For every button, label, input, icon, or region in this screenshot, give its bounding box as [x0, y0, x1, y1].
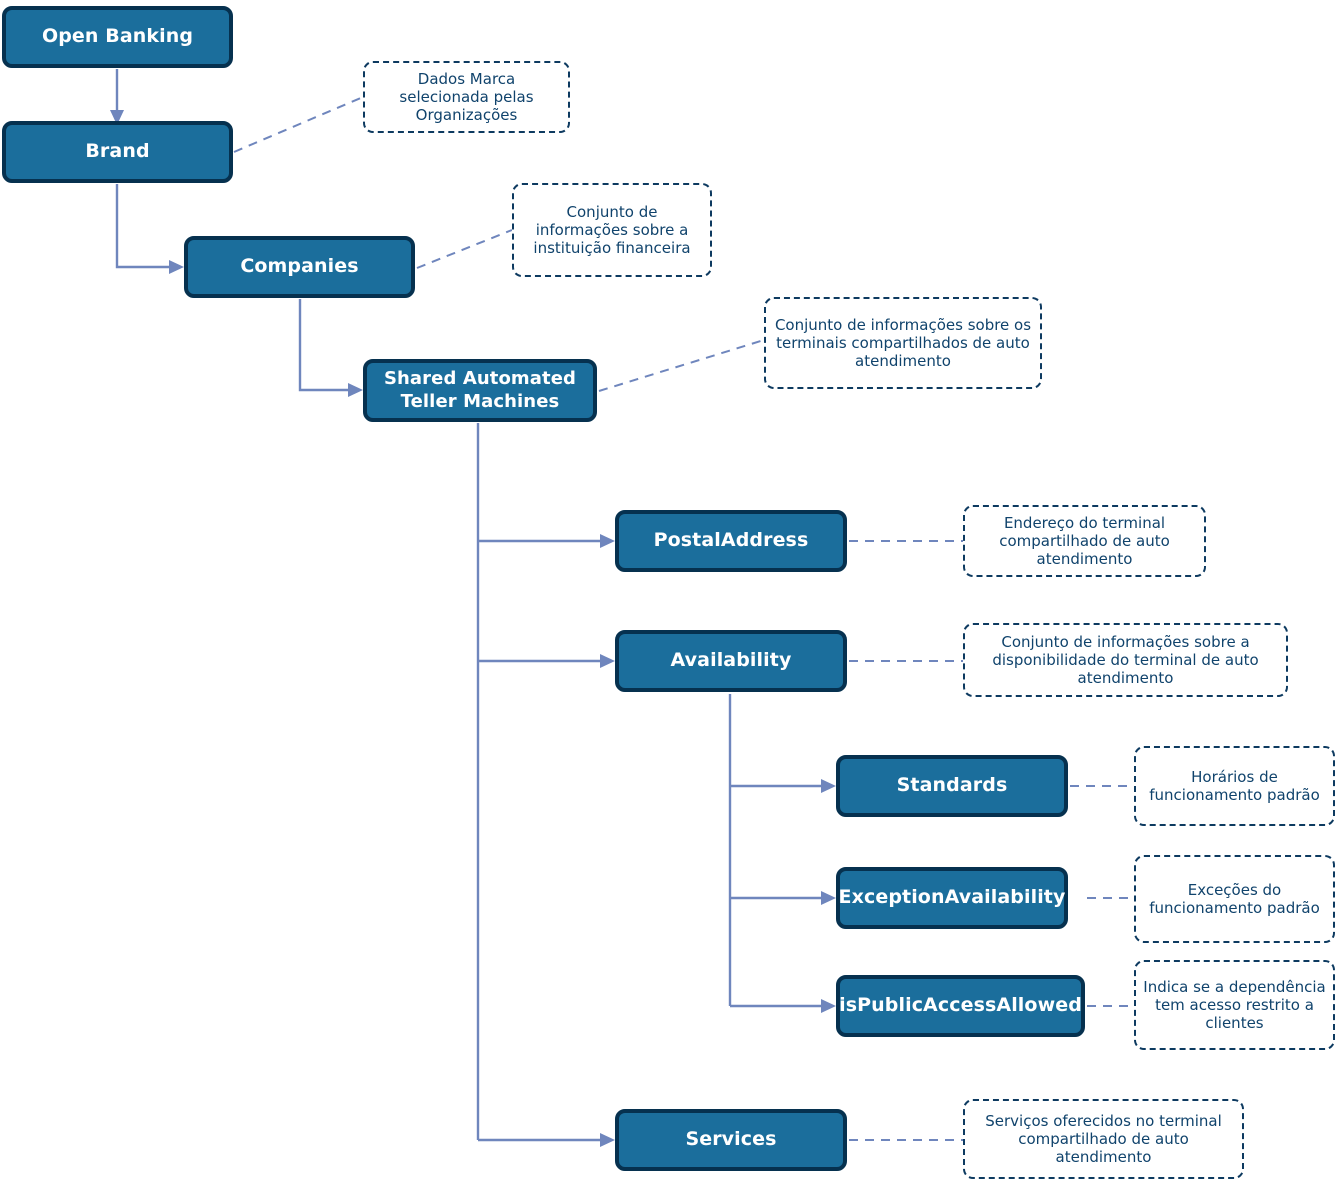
node-companies[interactable]: Companies [184, 236, 415, 298]
node-postal-address[interactable]: PostalAddress [615, 510, 847, 572]
arrowhead-standards [821, 779, 836, 793]
node-services-label: Services [685, 1128, 777, 1151]
node-standards-label: Standards [896, 774, 1008, 797]
arrowhead-postal-address [600, 534, 615, 548]
node-shared-atm-label-line1: Shared Automated [383, 368, 577, 389]
node-postal-address-label: PostalAddress [653, 529, 809, 552]
node-services[interactable]: Services [615, 1109, 847, 1171]
node-is-public-access-label: isPublicAccessAllowed [839, 994, 1082, 1017]
note-standards-text: Horários de funcionamento padrão [1149, 767, 1320, 804]
note-availability: Conjunto de informações sobre a disponib… [963, 623, 1288, 697]
leader-brand-note [233, 96, 364, 153]
node-availability[interactable]: Availability [615, 630, 847, 692]
node-shared-atm-label-line2: Teller Machines [400, 390, 560, 412]
note-postal-address: Endereço do terminal compartilhado de au… [963, 505, 1206, 577]
node-open-banking-label: Open Banking [41, 25, 194, 48]
arrowhead-exception-availability [821, 891, 836, 905]
note-availability-text: Conjunto de informações sobre a disponib… [992, 632, 1259, 688]
node-open-banking[interactable]: Open Banking [2, 6, 233, 68]
note-is-public-access: Indica se a dependência tem acesso restr… [1134, 960, 1335, 1050]
node-shared-atm-label: Shared Automated Teller Machines [384, 368, 576, 413]
node-brand-label: Brand [85, 140, 150, 163]
note-companies-text: Conjunto de informações sobre a institui… [533, 202, 691, 258]
note-brand-text: Dados Marca selecionada pelas Organizaçõ… [399, 69, 534, 125]
note-companies: Conjunto de informações sobre a institui… [512, 183, 712, 277]
note-brand: Dados Marca selecionada pelas Organizaçõ… [363, 61, 570, 133]
note-shared-atm: Conjunto de informações sobre os termina… [764, 297, 1042, 389]
note-is-public-access-text: Indica se a dependência tem acesso restr… [1143, 977, 1326, 1033]
edge-companies-shared-atm [298, 299, 351, 392]
leader-companies-note [416, 229, 513, 269]
note-services: Serviços oferecidos no terminal comparti… [963, 1099, 1244, 1179]
node-availability-label: Availability [670, 649, 792, 672]
arrowhead-is-public-access [821, 999, 836, 1013]
note-exception-availability: Exceções do funcionamento padrão [1134, 855, 1335, 943]
node-standards[interactable]: Standards [836, 755, 1068, 817]
note-postal-address-text: Endereço do terminal compartilhado de au… [999, 513, 1170, 569]
edge-brand-companies [115, 184, 172, 269]
node-exception-availability-label: ExceptionAvailability [838, 886, 1066, 909]
note-exception-availability-text: Exceções do funcionamento padrão [1149, 880, 1320, 917]
note-standards: Horários de funcionamento padrão [1134, 746, 1335, 826]
node-shared-atm[interactable]: Shared Automated Teller Machines [363, 359, 597, 422]
note-services-text: Serviços oferecidos no terminal comparti… [985, 1111, 1222, 1167]
node-companies-label: Companies [240, 255, 359, 278]
node-brand[interactable]: Brand [2, 121, 233, 183]
arrowhead-services [600, 1133, 615, 1147]
node-exception-availability[interactable]: ExceptionAvailability [836, 867, 1068, 929]
note-shared-atm-text: Conjunto de informações sobre os termina… [774, 315, 1032, 371]
leader-shared-atm-note [598, 339, 765, 392]
arrowhead-availability [600, 654, 615, 668]
arrowhead-shared-atm [348, 383, 363, 397]
arrowhead-companies [169, 260, 184, 274]
node-is-public-access[interactable]: isPublicAccessAllowed [836, 975, 1085, 1037]
